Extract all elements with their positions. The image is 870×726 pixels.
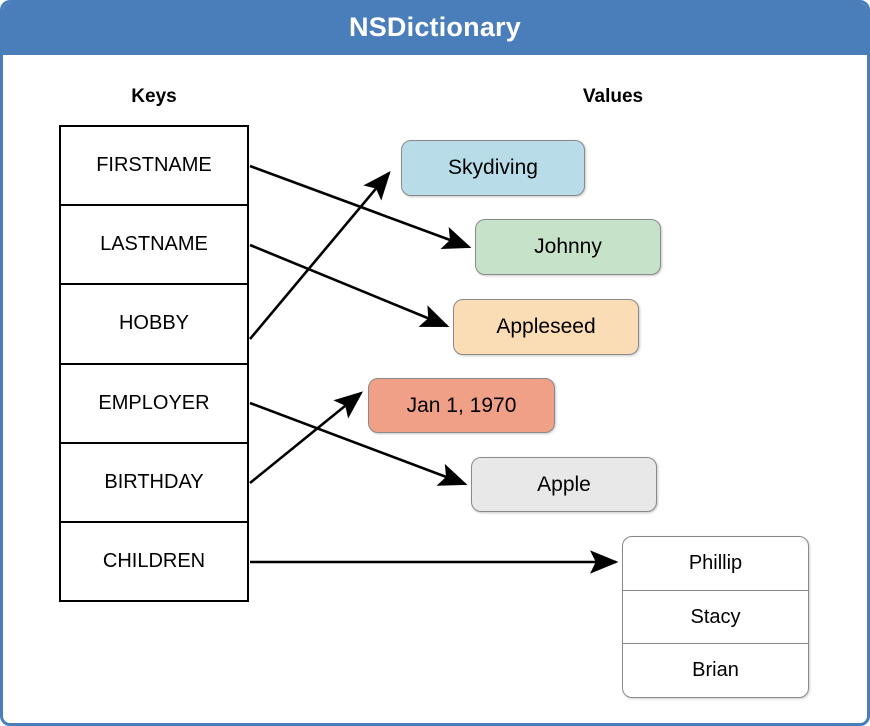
key-row-firstname[interactable]: FIRSTNAME [61,127,247,207]
key-row-birthday[interactable]: BIRTHDAY [61,444,247,523]
page-title: NSDictionary [349,12,521,42]
key-row-children[interactable]: CHILDREN [102,549,206,572]
value-pill-apple[interactable]: Apple [471,457,657,512]
arrow-lastname-to-appleseed [249,243,450,328]
child-row-stacy[interactable]: Stacy [623,591,808,645]
key-row-lastname[interactable]: LASTNAME [61,206,247,286]
values-column-header: Values [582,86,644,107]
value-pill-birthday[interactable]: Jan 1, 1970 [368,378,555,433]
child-row-phillip[interactable]: Phillip [623,537,808,591]
value-pill-skydiving[interactable]: Skydiving [401,140,585,196]
value-pill-appleseed[interactable]: Appleseed [453,299,639,355]
arrow-hobby-to-skydiving [249,171,391,340]
key-row-employer[interactable]: EMPLOYER [61,365,247,444]
keys-column-header: Keys [131,86,177,107]
value-pill-johnny[interactable]: Johnny [475,219,661,275]
key-row-hobby[interactable]: HOBBY [61,285,247,365]
arrow-birthday-to-date [249,391,364,485]
keys-table: FIRSTNAME LASTNAME HOBBY EMPLOYER BIRTHD… [59,125,249,602]
child-row-brian[interactable]: Brian [692,659,739,682]
children-value-table: Phillip Stacy Brian [622,536,809,698]
title-bar: NSDictionary [3,3,867,55]
